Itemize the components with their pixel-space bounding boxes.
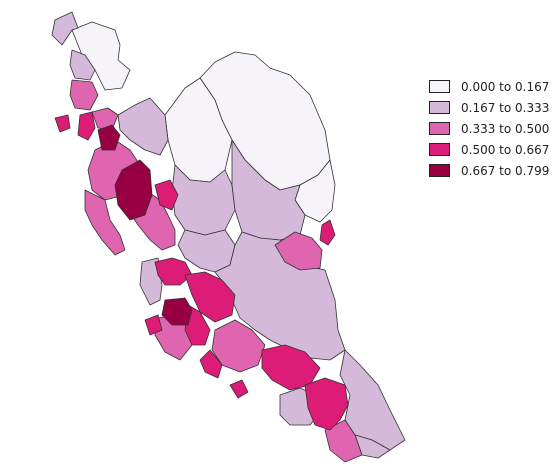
region-kl-area[interactable]	[184, 304, 211, 346]
region-kedah-east[interactable]	[117, 97, 169, 156]
region-perak-west-coast[interactable]	[84, 189, 126, 256]
region-penang-mainland[interactable]	[91, 107, 119, 131]
legend-swatch	[429, 122, 450, 135]
region-johor-west-island[interactable]	[229, 379, 249, 399]
region-negeri-sembilan[interactable]	[211, 319, 266, 373]
region-perak-hulu[interactable]	[114, 159, 153, 221]
region-selangor-central[interactable]	[161, 297, 193, 326]
legend-label: 0.667 to 0.799	[461, 163, 550, 178]
region-melaka[interactable]	[199, 349, 223, 379]
region-kuala-terengganu-inland[interactable]	[231, 139, 306, 241]
legend-label: 0.167 to 0.333	[461, 100, 550, 115]
legend-label: 0.000 to 0.167	[461, 79, 550, 94]
region-pangkor-island[interactable]	[144, 314, 163, 336]
region-terengganu-south[interactable]	[274, 231, 323, 271]
region-perak-central[interactable]	[154, 179, 179, 211]
region-kedah-west[interactable]	[69, 79, 99, 111]
legend-label: 0.500 to 0.667	[461, 142, 550, 157]
region-johor-segamat[interactable]	[304, 377, 349, 431]
map-legend: 0.000 to 0.167 0.167 to 0.333 0.333 to 0…	[429, 77, 549, 182]
legend-swatch	[429, 143, 450, 156]
legend-swatch	[429, 101, 450, 114]
legend-label: 0.333 to 0.500	[461, 121, 550, 136]
region-selangor-north[interactable]	[154, 257, 193, 286]
region-perlis-corner[interactable]	[51, 11, 79, 46]
legend-item: 0.167 to 0.333	[429, 98, 549, 117]
region-terengganu-coast-east[interactable]	[319, 219, 336, 246]
legend-swatch	[429, 164, 450, 177]
region-selangor-east[interactable]	[184, 271, 236, 323]
region-kedah-south[interactable]	[77, 111, 96, 141]
region-johor-southeast[interactable]	[324, 419, 363, 463]
legend-item: 0.667 to 0.799	[429, 161, 549, 180]
region-gua-musang[interactable]	[171, 164, 236, 236]
region-kedah-north-strip[interactable]	[69, 49, 96, 81]
legend-item: 0.500 to 0.667	[429, 140, 549, 159]
region-kedah-alor-setar[interactable]	[97, 124, 121, 151]
region-pahang-central[interactable]	[214, 231, 346, 361]
region-penang-island[interactable]	[54, 114, 71, 133]
legend-item: 0.333 to 0.500	[429, 119, 549, 138]
region-kelantan-central[interactable]	[164, 77, 233, 183]
legend-swatch	[429, 80, 450, 93]
legend-item: 0.000 to 0.167	[429, 77, 549, 96]
